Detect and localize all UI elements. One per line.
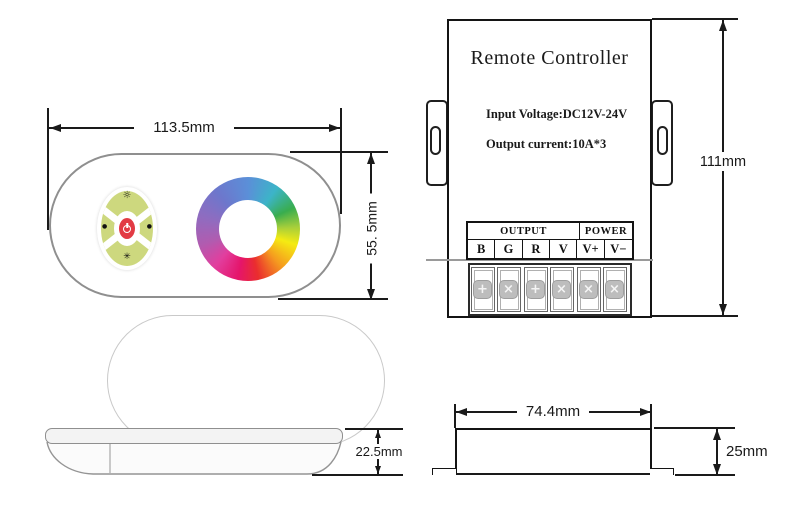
arrow-down-icon	[719, 304, 727, 315]
terminal-slot: +	[471, 267, 495, 312]
baseplate-flange-right	[650, 468, 674, 475]
mode-icon: ✳	[123, 252, 131, 262]
extension-line	[652, 18, 738, 20]
remote-height-label: 55. 5mm	[362, 193, 380, 264]
pin-label-b: B	[468, 240, 496, 258]
mounting-slot-left	[430, 126, 441, 155]
arrow-up-icon	[375, 430, 381, 438]
extension-line	[340, 108, 342, 214]
brightness-icon: ☼	[122, 190, 132, 201]
controller-base-width-label: 74.4mm	[517, 402, 589, 421]
arrow-up-icon	[367, 153, 375, 164]
terminal-group-row: OUTPUT POWER	[468, 223, 632, 240]
terminal-slot: ×	[577, 267, 601, 312]
extension-line	[675, 474, 735, 476]
screw-icon: ×	[499, 280, 518, 299]
output-group-label: OUTPUT	[468, 223, 580, 239]
output-current-spec: Output current:10A*3	[486, 137, 607, 151]
dimension-line	[716, 429, 718, 475]
pin-label-vminus: V−	[610, 241, 627, 256]
power-group-label: POWER	[584, 225, 628, 237]
extension-line	[278, 298, 388, 300]
terminal-pin-row: B G R V V+ V−	[468, 240, 632, 258]
pin-label-v: V	[550, 240, 578, 258]
base-plate-edge	[426, 259, 653, 261]
color-wheel-center	[219, 200, 277, 258]
screw-icon: ×	[552, 280, 571, 299]
extension-line	[290, 151, 388, 153]
pin-label-vplus: V+	[577, 240, 605, 258]
terminal-slot: ×	[550, 267, 574, 312]
screw-icon: +	[473, 280, 492, 299]
controller-height-label: 111mm	[694, 152, 752, 171]
mounting-slot-right	[657, 126, 668, 155]
pin-label-g: G	[495, 240, 523, 258]
remote-thickness-label: 22.5mm	[351, 444, 407, 459]
screw-icon: ×	[579, 280, 598, 299]
right-dot-icon: ●	[146, 223, 152, 230]
screw-icon: +	[526, 280, 545, 299]
arrow-right-icon	[329, 124, 340, 132]
arrow-right-icon	[640, 408, 651, 416]
extension-line	[345, 428, 403, 430]
arrow-left-icon	[456, 408, 467, 416]
extension-line	[454, 404, 456, 428]
controller-side-height-label: 25mm	[726, 442, 782, 460]
arrow-down-icon	[713, 464, 721, 475]
remote-inner-outline	[107, 315, 385, 446]
pin-label-r: R	[523, 240, 551, 258]
arrow-down-icon	[375, 466, 381, 474]
dpad: ☼ ✳ ● ●	[97, 187, 157, 270]
power-button	[119, 218, 135, 239]
arrow-down-icon	[367, 289, 375, 300]
screw-icon: ×	[605, 280, 624, 299]
input-voltage-spec: Input Voltage:DC12V-24V	[486, 107, 628, 121]
terminal-slot: ×	[603, 267, 627, 312]
remote-width-label: 113.5mm	[134, 117, 234, 137]
remote-side-top-strip	[45, 428, 343, 444]
arrow-up-icon	[713, 429, 721, 440]
terminal-slot: ×	[497, 267, 521, 312]
controller-side-baseplate	[432, 473, 673, 475]
extension-line	[47, 108, 49, 230]
power-icon	[123, 224, 131, 233]
controller-side-body	[455, 428, 652, 475]
remote-side-profile	[46, 442, 342, 475]
extension-line	[312, 474, 403, 476]
arrow-up-icon	[719, 20, 727, 31]
terminal-slot: +	[524, 267, 548, 312]
extension-line	[654, 427, 735, 429]
baseplate-flange-left	[432, 468, 456, 475]
left-dot-icon: ●	[102, 223, 108, 230]
terminal-label-table: OUTPUT POWER B G R V V+ V−	[466, 221, 634, 260]
arrow-left-icon	[50, 124, 61, 132]
controller-title: Remote Controller	[470, 47, 629, 69]
extension-line	[652, 315, 738, 317]
extension-line	[650, 404, 652, 428]
